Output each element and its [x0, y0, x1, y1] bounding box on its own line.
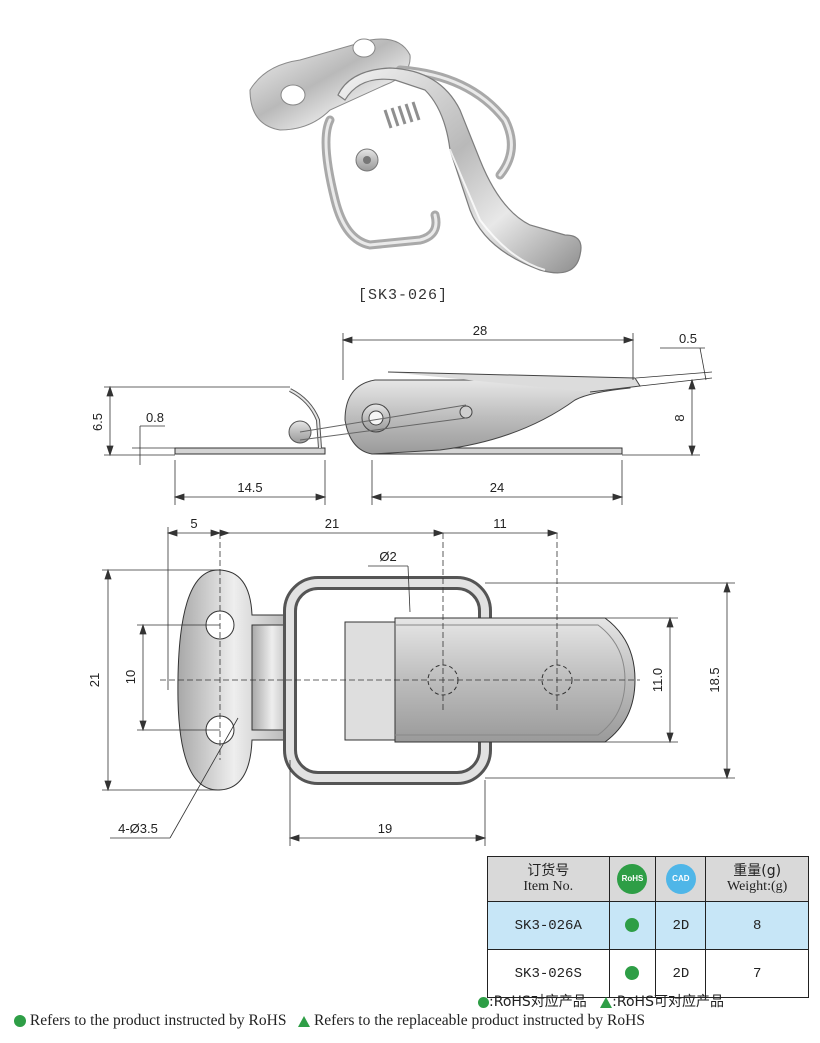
dim-hole-edge: 5: [190, 516, 197, 531]
item-number: SK3-026S: [487, 949, 610, 998]
dim-loop-length: 19: [378, 821, 392, 836]
legend-dot-icon: [478, 996, 489, 1008]
dim-plate-thick: 0.8: [146, 410, 164, 425]
cad-badge-label: CAD: [672, 874, 690, 883]
legend-en: Refers to the product instructed by RoHS…: [14, 1012, 645, 1030]
legend-en-rohs: Refers to the product instructed by RoHS: [29, 1012, 287, 1029]
cad-cell[interactable]: 2D: [655, 949, 707, 998]
dim-hole-to-center: 21: [325, 516, 339, 531]
rohs-cell: [608, 901, 657, 950]
weight-header-cn: 重量(g): [733, 863, 782, 879]
rohs-dot-icon: [625, 918, 640, 933]
spec-table: 订货号 Item No. RoHS CAD 重量(g) Weight:(g) S…: [487, 856, 809, 998]
weight-cell: 7: [705, 949, 809, 998]
legend-dot-icon: [14, 1015, 26, 1028]
cad-header: CAD: [655, 856, 707, 902]
dim-base-left: 14.5: [237, 480, 262, 495]
item-number: SK3-026A: [487, 901, 610, 950]
cad-cell[interactable]: 2D: [655, 901, 707, 950]
legend-cn-rohs: :RoHS对应产品: [489, 994, 587, 1010]
dim-total-height-right: 18.5: [707, 667, 722, 692]
dim-base-right: 24: [490, 480, 504, 495]
legend-triangle-icon: [298, 1015, 311, 1027]
item-header-en: Item No.: [523, 879, 574, 894]
side-view: [174, 371, 641, 455]
cad-icon: CAD: [665, 864, 696, 894]
dim-overall-length: 28: [473, 323, 487, 338]
dim-hole-spacing: 10: [123, 670, 138, 684]
weight-cell: 8: [705, 901, 809, 950]
legend-triangle-icon: [600, 996, 613, 1008]
dim-height-right: 8: [672, 414, 687, 421]
weight-header-en: Weight:(g): [726, 879, 788, 894]
dim-total-height-left: 21: [87, 673, 102, 687]
top-view-dimensions: [102, 527, 735, 846]
table-header-row: 订货号 Item No. RoHS CAD 重量(g) Weight:(g): [487, 856, 809, 902]
product-photo: [249, 38, 582, 274]
dim-hole-callout: 4-Ø3.5: [118, 821, 158, 836]
dim-hook-width: 11.0: [650, 668, 665, 692]
item-header: 订货号 Item No.: [487, 856, 610, 902]
side-view-dimensions: [104, 333, 713, 505]
dim-pin-dia: Ø2: [379, 549, 396, 564]
item-header-cn: 订货号: [527, 863, 570, 879]
dim-height-left: 6.5: [90, 413, 105, 431]
rohs-badge-label: RoHS: [621, 874, 644, 883]
weight-header: 重量(g) Weight:(g): [705, 856, 809, 902]
dim-center-spacing: 11: [493, 516, 507, 531]
legend-cn-replace: :RoHS可对应产品: [612, 994, 724, 1010]
legend-cn: :RoHS对应产品 :RoHS可对应产品: [478, 991, 724, 1011]
table-row: SK3-026A 2D 8: [487, 901, 809, 950]
rohs-header: RoHS: [608, 856, 657, 902]
legend-en-replace: Refers to the replaceable product instru…: [313, 1012, 645, 1029]
rohs-cell: [608, 949, 657, 998]
dimension-labels: 28 0.5 6.5 0.8 8 14.5 24 5 21 11 Ø2 21 1…: [87, 323, 722, 836]
rohs-icon: RoHS: [617, 864, 648, 894]
dim-thickness: 0.5: [679, 331, 697, 346]
table-row: SK3-026S 2D 7: [487, 949, 809, 998]
product-caption: [SK3-026]: [358, 287, 449, 304]
rohs-dot-icon: [625, 966, 640, 981]
